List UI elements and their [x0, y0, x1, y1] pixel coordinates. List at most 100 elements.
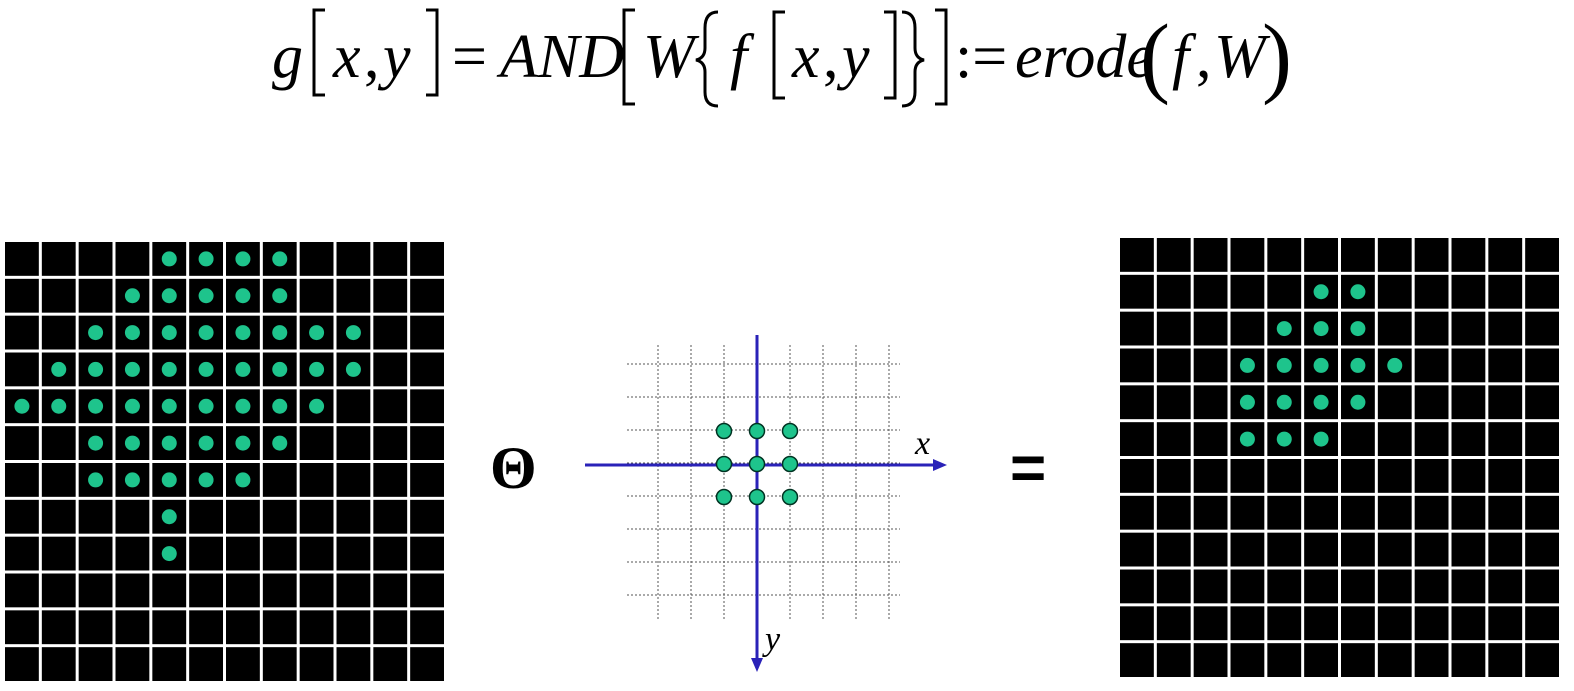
input-pixel [262, 647, 297, 681]
formula-left-brace [695, 10, 719, 108]
output-pixel [1488, 348, 1523, 383]
output-pixel [1525, 274, 1559, 309]
output-pixel [1193, 532, 1228, 567]
output-pixel [1488, 238, 1523, 272]
output-pixel [1304, 643, 1338, 677]
input-pixel [299, 499, 334, 534]
output-pixel [1230, 311, 1265, 346]
output-pixel [1377, 422, 1412, 456]
output-pixel [1267, 495, 1302, 530]
output-pixel [1451, 348, 1486, 383]
input-foreground-dot [161, 251, 177, 267]
input-foreground-dot [161, 509, 177, 525]
input-pixel [41, 499, 76, 534]
output-pixel [1120, 643, 1154, 677]
y-axis-arrow-icon [751, 658, 763, 672]
input-pixel [5, 647, 39, 681]
output-pixel [1156, 422, 1191, 456]
output-pixel [1525, 532, 1559, 567]
input-foreground-dot [161, 361, 177, 377]
input-foreground-dot [272, 435, 288, 451]
input-foreground-dot [345, 361, 361, 377]
output-pixel [1414, 385, 1449, 420]
output-foreground-dot [1313, 321, 1329, 337]
input-foreground-dot [51, 361, 67, 377]
output-pixel [1120, 459, 1154, 493]
output-pixel [1525, 311, 1559, 346]
input-foreground-dot [235, 435, 251, 451]
input-pixel [410, 278, 444, 313]
output-pixel [1156, 606, 1191, 641]
output-pixel [1267, 532, 1302, 567]
structuring-element-point [715, 488, 733, 506]
input-pixel [78, 573, 113, 608]
output-pixel [1377, 274, 1412, 309]
output-foreground-dot [1350, 284, 1366, 300]
input-pixel [5, 426, 39, 460]
output-foreground-dot [1313, 284, 1329, 300]
input-foreground-dot [88, 472, 104, 488]
formula-left-bracket-3 [772, 10, 785, 100]
output-pixel [1414, 532, 1449, 567]
output-pixel [1193, 238, 1228, 272]
output-pixel [1193, 459, 1228, 493]
input-pixel [410, 352, 444, 387]
output-pixel [1230, 532, 1265, 567]
erosion-operator: Θ [490, 435, 537, 501]
output-pixel [1451, 606, 1486, 641]
input-pixel [373, 499, 408, 534]
input-foreground-dot [161, 325, 177, 341]
input-pixel [299, 647, 334, 681]
input-foreground-dot [235, 398, 251, 414]
output-foreground-dot [1313, 357, 1329, 373]
output-pixel [1451, 311, 1486, 346]
formula-left-paren: ( [1140, 7, 1170, 106]
input-pixel [41, 536, 76, 571]
output-pixel [1230, 643, 1265, 677]
input-pixel [115, 536, 150, 571]
input-foreground-dot [124, 288, 140, 304]
input-foreground-dot [345, 325, 361, 341]
output-pixel [1193, 311, 1228, 346]
formula-comma-1: , [364, 23, 380, 91]
output-pixel [1193, 495, 1228, 530]
input-pixel [410, 499, 444, 534]
output-pixel [1120, 311, 1154, 346]
structuring-element-point [781, 422, 799, 440]
input-pixel [5, 463, 39, 497]
output-pixel [1414, 274, 1449, 309]
output-foreground-dot [1350, 394, 1366, 410]
input-pixel [262, 536, 297, 571]
output-pixel [1377, 569, 1412, 604]
input-pixel [5, 352, 39, 387]
output-foreground-dot [1387, 357, 1403, 373]
output-pixel [1488, 385, 1523, 420]
input-pixel [115, 647, 150, 681]
output-pixel [1156, 274, 1191, 309]
input-pixel [373, 610, 408, 645]
output-pixel [1377, 311, 1412, 346]
output-pixel [1525, 238, 1559, 272]
output-pixel [1120, 422, 1154, 456]
input-pixel [336, 573, 371, 608]
input-foreground-dot [235, 288, 251, 304]
input-pixel [410, 463, 444, 497]
formula-f-1: f [730, 23, 755, 91]
output-foreground-dot [1350, 321, 1366, 337]
output-pixel [1377, 606, 1412, 641]
input-foreground-dot [124, 361, 140, 377]
input-pixel [373, 352, 408, 387]
input-pixel [336, 536, 371, 571]
input-pixel [336, 278, 371, 313]
output-pixel [1120, 385, 1154, 420]
output-pixel [1488, 606, 1523, 641]
output-pixel [1304, 606, 1338, 641]
input-foreground-dot [198, 472, 214, 488]
input-pixel [41, 647, 76, 681]
output-foreground-dot [1239, 394, 1255, 410]
output-pixel [1525, 569, 1559, 604]
output-pixel [1414, 459, 1449, 493]
output-pixel [1341, 569, 1375, 604]
input-pixel [299, 426, 334, 460]
output-pixel [1120, 238, 1154, 272]
